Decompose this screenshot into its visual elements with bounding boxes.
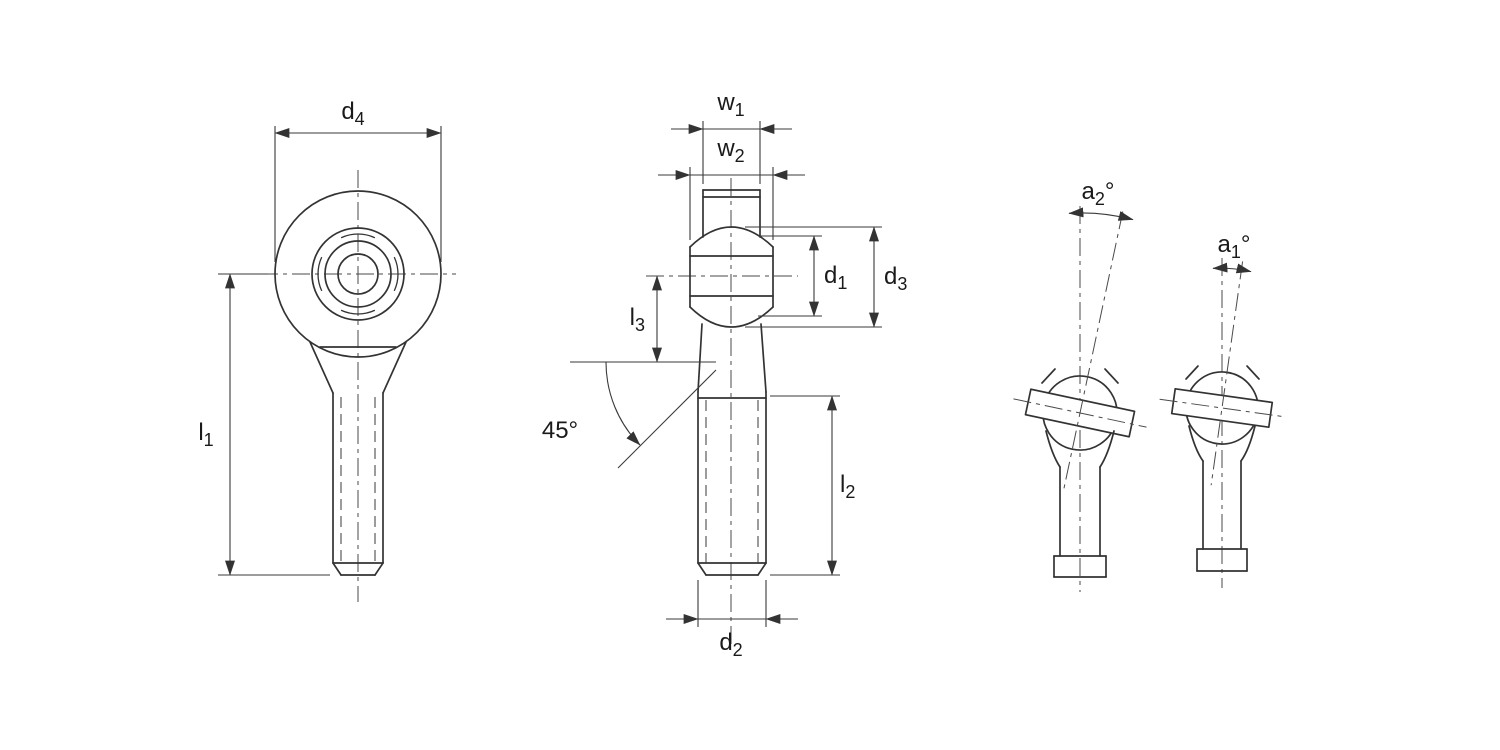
dim-l2: l2 xyxy=(770,395,855,576)
dim-d2: d2 xyxy=(666,580,798,660)
dim-a1: a1° xyxy=(1212,231,1252,274)
label-d4: d4 xyxy=(341,98,364,129)
dim-w1: w1 xyxy=(671,89,792,184)
label-d2: d2 xyxy=(719,629,742,660)
front-stud xyxy=(332,392,384,576)
a1-body xyxy=(1185,365,1260,572)
a2-stake-mark-right xyxy=(1104,368,1119,384)
front-view: d4 l1 xyxy=(198,98,456,602)
side-neck-left xyxy=(697,323,703,393)
ball-circle xyxy=(324,240,392,308)
dim-a2: a2° xyxy=(1068,178,1134,221)
race-seat-contour xyxy=(317,233,399,315)
dim-d3: d3 xyxy=(745,226,907,328)
dim-l3: l3 xyxy=(630,275,662,363)
a1-tilted-axis xyxy=(1210,261,1244,486)
label-w1: w1 xyxy=(716,89,744,120)
dim-d1: d1 xyxy=(758,235,847,317)
side-head-top xyxy=(702,189,761,238)
label-w2: w2 xyxy=(716,135,744,166)
bore-circle xyxy=(337,253,379,295)
side-shank xyxy=(697,391,767,576)
a1-stake-mark-left xyxy=(1185,365,1199,380)
head-outer-contour xyxy=(274,190,442,358)
label-a1: a1° xyxy=(1218,231,1251,262)
a2-stake-mark-left xyxy=(1041,368,1056,384)
misalignment-view-a1: a1° xyxy=(1159,231,1285,588)
a1-tilted-assembly xyxy=(1159,261,1285,486)
label-45deg: 45° xyxy=(542,417,578,444)
head-taper-left xyxy=(309,341,334,394)
label-l1: l1 xyxy=(198,419,213,450)
dim-d4: d4 xyxy=(274,98,442,262)
a2-tilted-axis xyxy=(1062,211,1124,492)
a2-tilted-assembly xyxy=(1013,211,1147,492)
a1-pin xyxy=(1170,387,1274,429)
dim-w2: w2 xyxy=(658,135,805,240)
label-l2: l2 xyxy=(840,471,855,502)
race-outer-circle xyxy=(311,227,405,321)
side-neck-right xyxy=(760,323,767,393)
a2-body xyxy=(1041,368,1119,578)
label-d3: d3 xyxy=(884,263,907,294)
a1-stake-mark-right xyxy=(1246,365,1260,380)
label-d1: d1 xyxy=(824,262,847,293)
side-view: w1 w2 d1 d3 l3 xyxy=(542,89,908,660)
label-a2: a2° xyxy=(1082,178,1115,209)
misalignment-view-a2: a2° xyxy=(1013,178,1147,592)
dim-l1: l1 xyxy=(198,273,330,576)
head-taper-right xyxy=(382,341,407,394)
a1-pin-axis xyxy=(1159,398,1285,418)
dim-chamfer-angle: 45° xyxy=(542,361,717,469)
label-l3: l3 xyxy=(630,304,645,335)
side-ball-housing xyxy=(689,226,774,328)
